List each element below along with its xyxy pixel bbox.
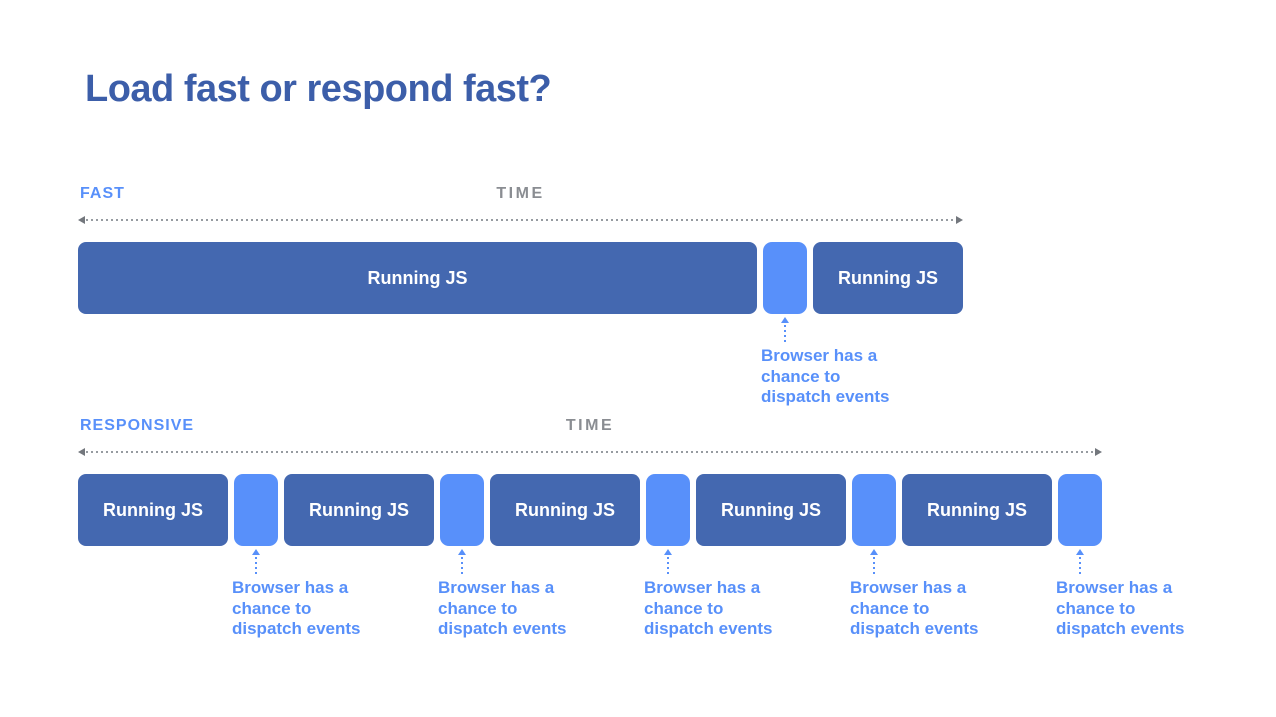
browser-note-line: Browser has a xyxy=(232,578,349,597)
browser-note-line: chance to xyxy=(850,598,930,618)
running-js-block: Running JS xyxy=(78,474,228,546)
idle-gap-block xyxy=(440,474,484,546)
running-js-block: Running JS xyxy=(78,242,757,314)
browser-note-line: chance to xyxy=(232,598,312,618)
browser-note-line: dispatch events xyxy=(644,619,773,638)
axis-arrow-right-icon xyxy=(1095,448,1102,456)
browser-note-line: Browser has a xyxy=(644,578,761,597)
bars-row: Running JS Running JS xyxy=(78,242,963,314)
browser-note-line: dispatch events xyxy=(1056,619,1185,638)
up-arrow-icon xyxy=(869,549,879,575)
bars-row: Running JS Running JS Running JS Running JS… xyxy=(78,474,1102,546)
browser-note-line: chance to xyxy=(761,366,841,386)
time-axis xyxy=(78,216,963,224)
running-js-block: Running JS xyxy=(490,474,640,546)
browser-note-line: Browser has a xyxy=(1056,578,1173,597)
browser-note-line: dispatch events xyxy=(232,619,361,638)
axis-arrow-right-icon xyxy=(956,216,963,224)
axis-arrow-left-icon xyxy=(78,216,85,224)
idle-gap-block xyxy=(852,474,896,546)
axis-dotted-line xyxy=(86,219,955,221)
timeline-name-label: FAST xyxy=(80,185,125,202)
browser-note-line: chance to xyxy=(644,598,724,618)
axis-dotted-line xyxy=(86,451,1094,453)
idle-gap-block xyxy=(646,474,690,546)
browser-note-line: Browser has a xyxy=(761,346,878,365)
browser-note-line: dispatch events xyxy=(438,619,567,638)
browser-note-line: chance to xyxy=(1056,598,1136,618)
up-arrow-icon xyxy=(251,549,261,575)
up-arrow-icon xyxy=(1075,549,1085,575)
browser-note-line: Browser has a xyxy=(850,578,967,597)
idle-gap-block xyxy=(763,242,807,314)
idle-gap-block xyxy=(234,474,278,546)
time-axis xyxy=(78,448,1102,456)
up-arrow-icon xyxy=(663,549,673,575)
up-arrow-icon xyxy=(457,549,467,575)
up-arrow-icon xyxy=(780,317,790,343)
slide-title: Load fast or respond fast? xyxy=(85,68,552,110)
browser-note-line: chance to xyxy=(438,598,518,618)
time-label: TIME xyxy=(496,185,545,202)
running-js-block: Running JS xyxy=(902,474,1052,546)
idle-gap-block xyxy=(1058,474,1102,546)
time-label: TIME xyxy=(565,417,615,434)
browser-note-line: dispatch events xyxy=(761,387,890,406)
running-js-block: Running JS xyxy=(696,474,846,546)
timeline-name-label: RESPONSIVE xyxy=(80,417,195,434)
running-js-block: Running JS xyxy=(284,474,434,546)
browser-note-line: Browser has a xyxy=(438,578,555,597)
axis-arrow-left-icon xyxy=(78,448,85,456)
browser-note-line: dispatch events xyxy=(850,619,979,638)
running-js-block: Running JS xyxy=(813,242,963,314)
